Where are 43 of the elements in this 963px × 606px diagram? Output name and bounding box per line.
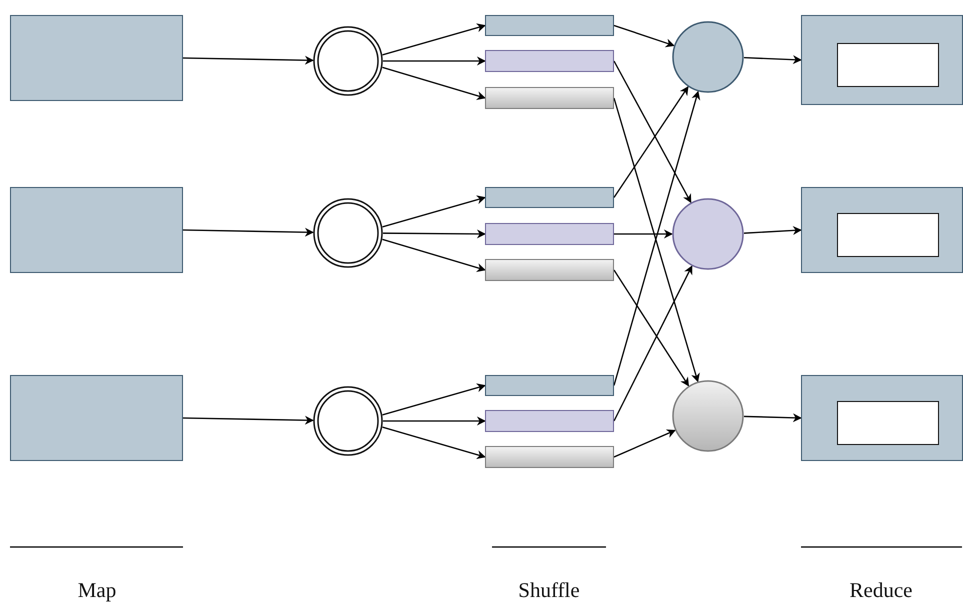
process-box — [801, 187, 963, 273]
arrow — [182, 228, 314, 237]
arrow — [383, 416, 486, 426]
arrow — [382, 66, 486, 100]
arrow — [383, 229, 486, 238]
arrow — [382, 195, 486, 228]
arrow — [744, 413, 802, 422]
arrow — [744, 226, 802, 235]
process-box — [801, 15, 963, 105]
partition-bar — [485, 187, 614, 208]
partition-bar — [485, 50, 614, 72]
arrow — [382, 238, 486, 272]
output-box — [837, 401, 939, 445]
arrow — [382, 426, 486, 460]
arrow — [613, 265, 692, 422]
arrow — [382, 383, 486, 416]
arrow — [382, 23, 486, 56]
process-box — [10, 187, 183, 273]
arrow — [614, 430, 676, 458]
partition-bar — [485, 223, 614, 245]
column-label: Reduce — [850, 578, 912, 603]
arrow — [182, 416, 314, 425]
arrow — [613, 60, 692, 204]
partition-bar — [485, 259, 614, 281]
arrow — [613, 270, 690, 386]
column-label: Shuffle — [518, 578, 580, 603]
partition-bar — [485, 410, 614, 432]
arrow — [614, 24, 675, 48]
partition-bar — [485, 446, 614, 468]
arrow — [182, 56, 314, 65]
process-box — [10, 375, 183, 461]
partition-bar — [485, 375, 614, 396]
arrow — [614, 230, 673, 238]
partition-bar — [485, 15, 614, 36]
arrow — [383, 56, 486, 66]
arrow — [744, 55, 802, 64]
output-box — [837, 213, 939, 257]
column-label: Map — [78, 578, 116, 603]
partition-bar — [485, 87, 614, 109]
arrow — [613, 86, 689, 198]
output-box — [837, 43, 939, 87]
process-box — [10, 15, 183, 101]
process-box — [801, 375, 963, 461]
